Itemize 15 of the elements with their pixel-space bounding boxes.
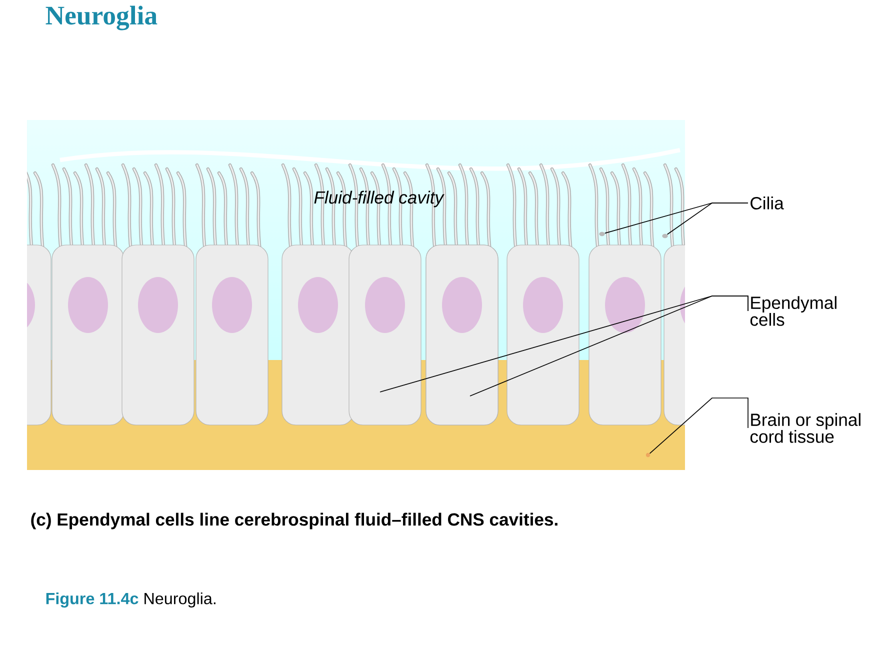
title: Neuroglia [46,6,158,30]
cell [348,244,422,426]
cilium [662,234,668,238]
cell [426,244,498,426]
cavity-label: Fluid-filled cavity [314,190,444,208]
panel-caption: (c) Ependymal cells line cerebrospinal fluid–filled CNS cavities. [31,512,558,530]
leader-line [649,398,748,454]
leader-line [666,202,748,235]
leader-line [470,296,748,396]
label-text: Ependymal cells [750,296,836,326]
tissue [646,452,650,458]
cilium [599,232,605,236]
label-text: Brain or spinal cord tissue [750,413,860,443]
label-text: Cilia [750,196,784,210]
figure-caption: Figure 11.4c Neuroglia. [46,592,216,608]
